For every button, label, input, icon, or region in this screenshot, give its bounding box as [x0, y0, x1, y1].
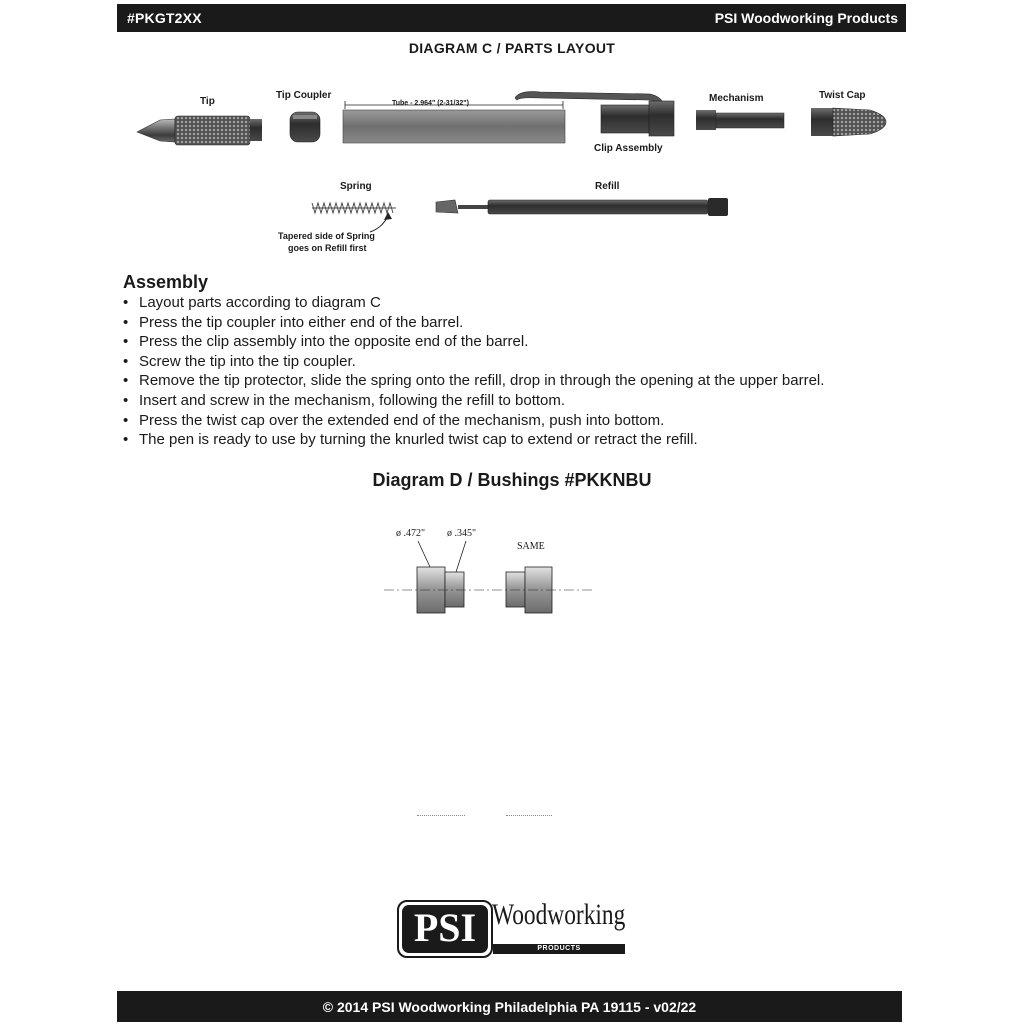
logo-products-text: PRODUCTS — [493, 944, 625, 954]
parts-layout-diagram — [136, 91, 887, 233]
assembly-steps: Layout parts according to diagram C Pres… — [123, 293, 824, 450]
assembly-heading: Assembly — [123, 272, 209, 292]
assembly-step: Press the twist cap over the extended en… — [123, 411, 824, 431]
product-code: #PKGT2XX — [127, 10, 202, 26]
brand-name: PSI Woodworking Products — [714, 10, 898, 26]
tip-coupler-part — [289, 111, 321, 143]
assembly-step: Layout parts according to diagram C — [123, 293, 824, 313]
diagram-d-title: Diagram D / Bushings #PKKNBU — [372, 470, 652, 490]
spring-note-line-1: Tapered side of Spring — [278, 231, 375, 241]
assembly-step: Insert and screw in the mechanism, follo… — [123, 391, 824, 411]
assembly-step: Press the tip coupler into either end of… — [123, 313, 824, 333]
label-mechanism: Mechanism — [709, 93, 764, 104]
label-tube: Tube - 2.964" (2-31/32") — [392, 100, 469, 107]
tip-part — [136, 115, 262, 146]
tube-part — [342, 101, 566, 144]
clip-assembly-part — [514, 91, 675, 137]
label-tip: Tip — [200, 96, 215, 107]
spring-note-arrow — [369, 212, 392, 233]
spring-part — [311, 201, 396, 215]
label-twist-cap: Twist Cap — [819, 90, 866, 101]
label-refill: Refill — [595, 181, 620, 192]
bushings-diagram — [384, 540, 595, 614]
same-label: SAME — [517, 541, 545, 552]
assembly-step: Screw the tip into the tip coupler. — [123, 352, 824, 372]
refill-part — [435, 198, 728, 216]
leader-large — [417, 540, 431, 568]
assembly-step: Remove the tip protector, slide the spri… — [123, 371, 824, 391]
leader-small — [455, 540, 467, 573]
label-clip-assembly: Clip Assembly — [594, 143, 663, 154]
assembly-step: Press the clip assembly into the opposit… — [123, 332, 824, 352]
spring-note-line-2: goes on Refill first — [288, 243, 367, 253]
psi-logo-text: PSI — [402, 905, 488, 953]
bushing-small-left — [444, 571, 465, 608]
logo-woodworking-text: Woodworking — [492, 898, 626, 931]
footer-bar: © 2014 PSI Woodworking Philadelphia PA 1… — [117, 991, 902, 1022]
label-spring: Spring — [340, 181, 372, 192]
diagram-c-title: DIAGRAM C / PARTS LAYOUT — [408, 40, 616, 56]
dotted-mark-right — [506, 815, 552, 816]
dotted-mark-left — [417, 815, 465, 816]
twist-cap-part — [811, 107, 887, 137]
label-tip-coupler: Tip Coupler — [276, 90, 332, 101]
mechanism-part — [696, 110, 785, 130]
psi-logo-box: PSI — [397, 900, 493, 958]
assembly-step: The pen is ready to use by turning the k… — [123, 430, 824, 450]
header-bar: #PKGT2XX PSI Woodworking Products — [117, 4, 906, 32]
bushing-small-right — [505, 571, 526, 608]
dimension-small: ø .345" — [447, 528, 477, 539]
dimension-large: ø .472" — [396, 528, 426, 539]
footer-text: © 2014 PSI Woodworking Philadelphia PA 1… — [322, 999, 697, 1015]
